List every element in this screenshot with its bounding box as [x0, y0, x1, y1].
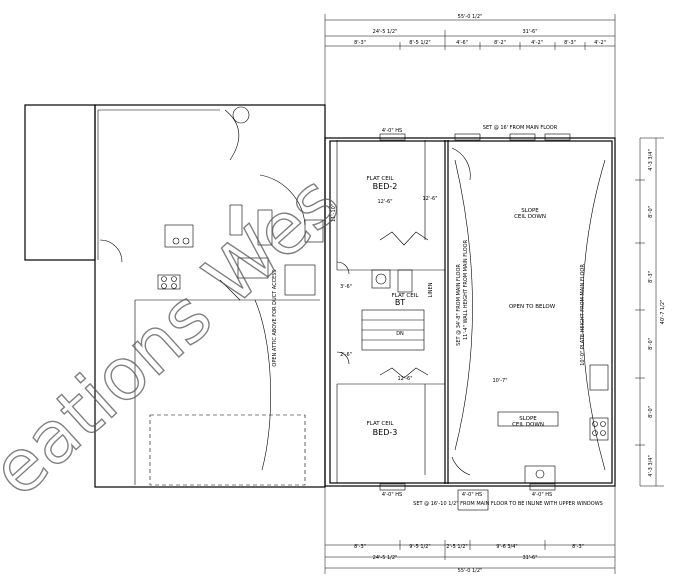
open-to-below: OPEN TO BELOW [509, 304, 556, 310]
window-label-3: 4'-0" HS [382, 128, 402, 134]
window-label-1: 4'-0" HS [382, 492, 402, 498]
window-label-2: 4'-0" HS [532, 492, 552, 498]
linen-label: LINEN [428, 282, 434, 297]
dim-right-seg-5: 8'-0" [648, 406, 654, 418]
bath-ceiling: FLAT CEIL [392, 293, 420, 299]
dim-right-seg-6: 4'-3 3/4" [648, 455, 654, 476]
watermark-text: eations Wes [0, 159, 355, 513]
dim-right-seg-3: 8'-3" [648, 271, 654, 283]
note-plate-height: 10'-0" PLATE HEIGHT FROM MAIN FLOOR [580, 264, 586, 366]
loft-ceil-down: CEIL DOWN [512, 422, 544, 428]
inner-dim-1: 12'-6" [422, 196, 437, 202]
main-floor-outline [24, 104, 326, 488]
stair-label: DN [396, 331, 404, 337]
dim-top-seg-2: 31'-6" [522, 29, 537, 35]
dim-bottom-detail-5: 8'-3" [572, 544, 584, 550]
dim-top-detail-2: 8'-5 1/2" [409, 40, 430, 46]
loft-slope: SLOPE [519, 416, 537, 422]
bed2-ceiling: FLAT CEIL [367, 176, 395, 182]
bed3-name: BED-3 [373, 428, 398, 437]
upper-slope: SLOPE [521, 208, 539, 214]
bed3-size: 12'-6" [397, 376, 412, 382]
inner-dim-2: 10'-7" [492, 378, 507, 384]
dim-overall-bottom: 55'-0 1/2" [458, 568, 483, 574]
inner-dim-5: 2'-6" [340, 352, 352, 358]
dim-top-detail-4: 8'-2" [494, 40, 506, 46]
dim-bottom-seg-1: 24'-5 1/2" [373, 555, 398, 561]
note-set-top: SET @ 16' FROM MAIN FLOOR [483, 125, 558, 131]
window-label-4: 4'-0" HS [462, 492, 482, 498]
dimension-text: 55'-0 1/2" 24'-5 1/2" 31'-6" 8'-3" 8'-5 … [354, 14, 666, 574]
dim-top-detail-1: 8'-3" [354, 40, 366, 46]
dim-top-detail-6: 8'-3" [564, 40, 576, 46]
dim-top-detail-7: 4'-2" [594, 40, 606, 46]
upper-ceil-down: CEIL DOWN [514, 214, 546, 220]
dim-bottom-detail-1: 8'-3" [354, 544, 366, 550]
note-wall-height: 11'-4" WALL HEIGHT FROM MAIN FLOOR [463, 239, 469, 340]
inner-dim-3: 11'-10" [331, 204, 337, 222]
dim-right-seg-4: 8'-0" [648, 338, 654, 350]
dim-top-detail-3: 4'-6" [456, 40, 468, 46]
dim-right-overall: 40'-7 1/2" [660, 300, 666, 325]
note-garage-attic: OPEN ATTIC ABOVE FOR DUCT ACCESS [272, 269, 278, 366]
inner-dim-4: 3'-6" [340, 284, 352, 290]
notes: SET @ 16' FROM MAIN FLOOR SET @ 16'-10 1… [272, 125, 603, 507]
dim-right-seg-1: 4'-3 3/4" [648, 149, 654, 170]
dim-bottom-detail-2: 9'-5 1/2" [409, 544, 430, 550]
bed2-size: 12'-6" [377, 199, 392, 205]
dim-bottom-seg-2: 31'-6" [522, 555, 537, 561]
bed2-name: BED-2 [373, 182, 398, 191]
dim-bottom-detail-4: 9'-6 3/4" [496, 544, 517, 550]
dim-overall-top: 55'-0 1/2" [458, 14, 483, 20]
bath-name: BT [395, 298, 405, 307]
room-labels: FLAT CEIL BED-2 12'-6" FLAT CEIL BED-3 1… [331, 176, 556, 437]
note-set-mid: SET @ 34'-8" FROM MAIN FLOOR [456, 264, 462, 346]
note-set-bottom: SET @ 16'-10 1/2" FROM MAIN FLOOR TO BE … [413, 501, 603, 507]
dim-top-detail-5: 4'-2" [531, 40, 543, 46]
dim-right-seg-2: 8'-0" [648, 206, 654, 218]
dim-bottom-detail-3: 2'-5 1/2" [446, 544, 467, 550]
upper-floor-outline [324, 133, 616, 511]
bed3-ceiling: FLAT CEIL [367, 421, 395, 427]
dim-top-seg-1: 24'-5 1/2" [373, 29, 398, 35]
dimension-lines [324, 14, 664, 574]
